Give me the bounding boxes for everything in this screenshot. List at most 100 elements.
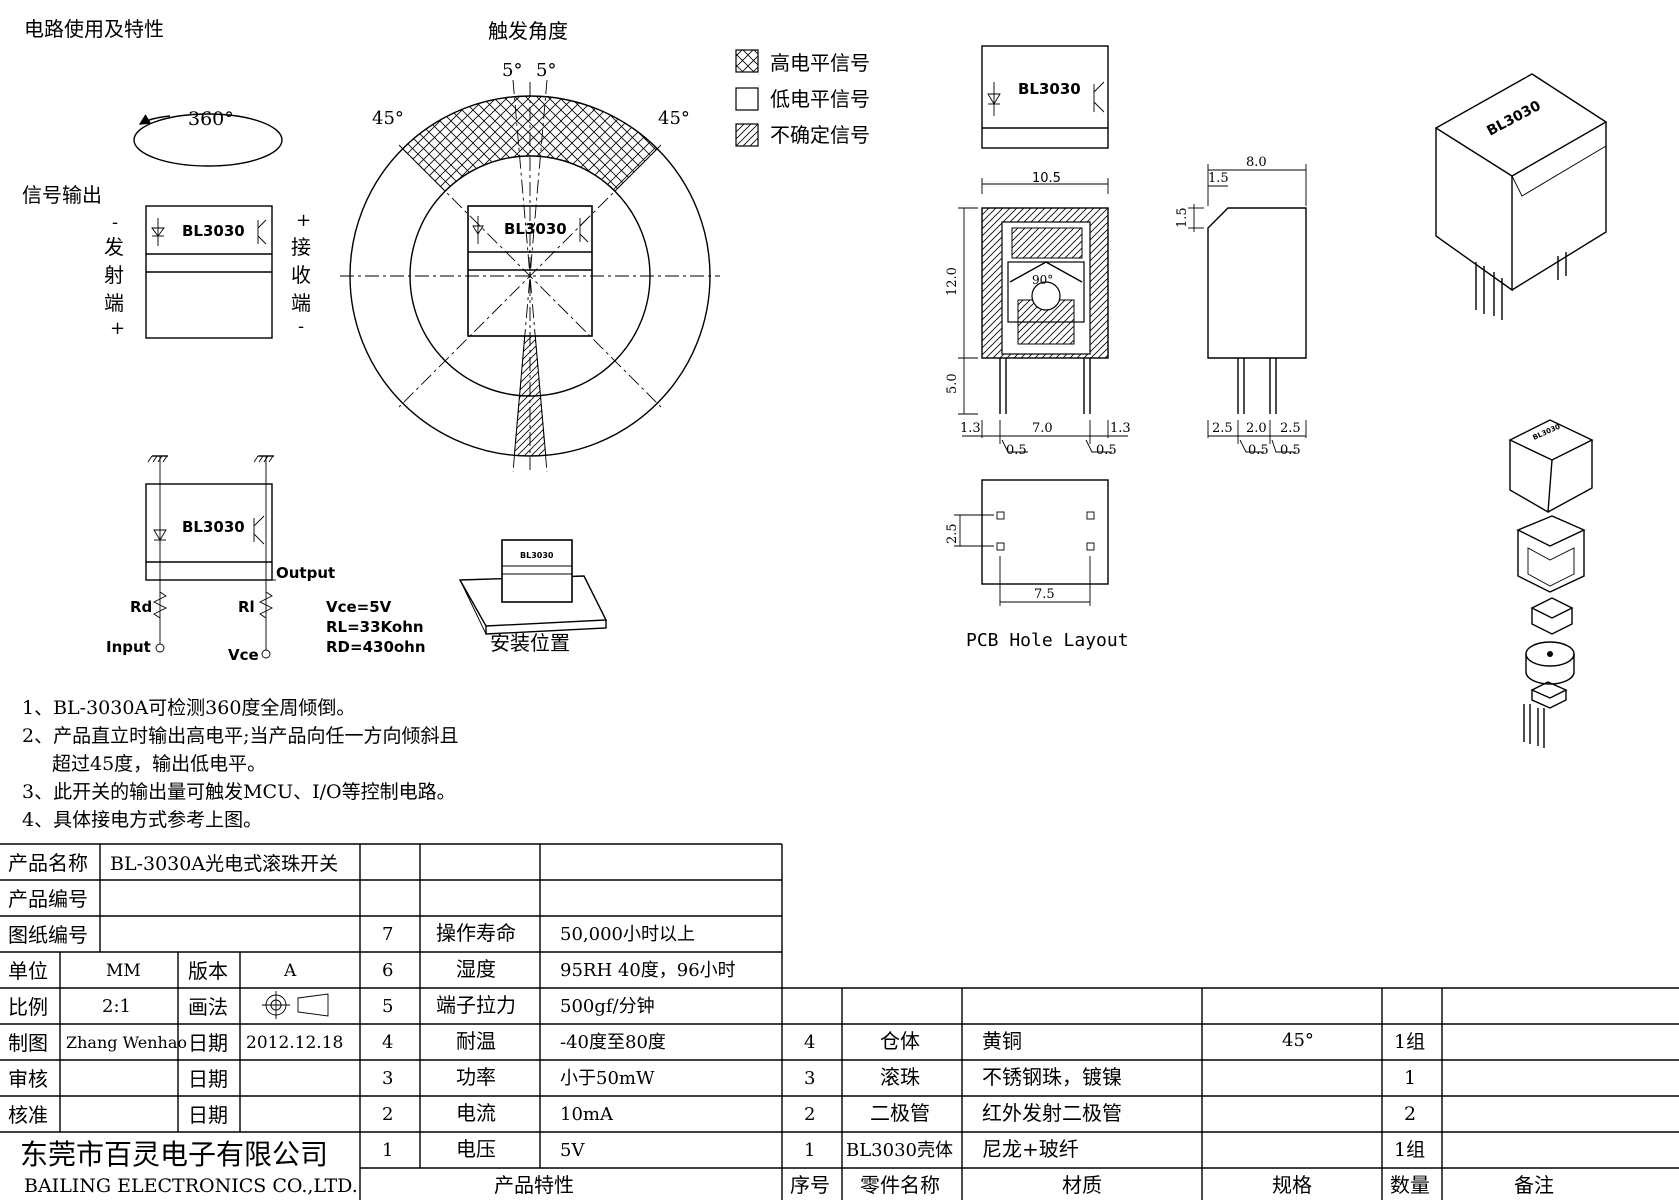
bom-material: 尼龙+玻纤 — [982, 1137, 1079, 1161]
char-value: 10mA — [560, 1104, 614, 1125]
bom-no: 3 — [804, 1068, 815, 1089]
angle-90: 90° — [1032, 273, 1053, 287]
dim-8-0: 8.0 — [1246, 155, 1267, 170]
spec-rl: RL=33Kohn — [326, 618, 424, 636]
char-row-4: 4 耐温 -40度至80度 — [382, 1029, 666, 1053]
note-3: 3、此开关的输出量可触发MCU、I/O等控制电路。 — [22, 781, 456, 803]
trigger-angle-title: 触发角度 — [488, 19, 568, 43]
bom-qty: 1 — [1404, 1067, 1416, 1089]
dim-pcb-7-5: 7.5 — [1034, 587, 1055, 602]
component-front-view: BL3030 - 发 射 端 + + 接 收 端 - — [104, 205, 311, 339]
dim-12-0: 12.0 — [945, 267, 960, 296]
char-no: 2 — [382, 1104, 393, 1125]
product-no-label: 产品编号 — [8, 887, 88, 911]
isometric-view: BL3030 — [1434, 73, 1608, 320]
legend-low: 低电平信号 — [770, 87, 870, 111]
char-no: 1 — [382, 1140, 393, 1161]
title-block-grid — [0, 843, 1679, 1200]
bom-part: 滚珠 — [880, 1065, 920, 1089]
pcb-hole-layout: 2.5 7.5 PCB Hole Layout — [945, 479, 1129, 651]
legend-uncertain: 不确定信号 — [770, 123, 870, 147]
char-name: 功率 — [456, 1065, 496, 1089]
bom-header: 序号 零件名称 材质 规格 数量 备注 — [790, 1173, 1554, 1197]
char-no: 7 — [382, 924, 393, 945]
char-value: 小于50mW — [560, 1068, 655, 1089]
bom-header-no: 序号 — [790, 1173, 830, 1197]
install-position-label: 安装位置 — [490, 631, 570, 655]
receiver-char-2: 收 — [291, 263, 311, 287]
dim-pcb-2-5: 2.5 — [945, 523, 960, 544]
char-row-5: 5 端子拉力 500gf/分钟 — [382, 993, 655, 1017]
emitter-plus: + — [110, 318, 125, 339]
dim-1-3-b: 1.3 — [1110, 421, 1131, 436]
drawing-no-label: 图纸编号 — [8, 923, 88, 947]
note-2b: 超过45度，输出低电平。 — [52, 753, 266, 775]
bom-row-1: 1 BL3030壳体 尼龙+玻纤 1组 — [804, 1137, 1425, 1161]
bom-part: BL3030壳体 — [846, 1140, 953, 1161]
characteristics-table: 7 操作寿命 50,000小时以上 6 湿度 95RH 40度，96小时 5 端… — [382, 921, 736, 1197]
bom-no: 1 — [804, 1140, 815, 1161]
char-no: 5 — [382, 996, 393, 1017]
bom-header-part: 零件名称 — [860, 1173, 940, 1197]
phototransistor-icon — [257, 219, 267, 245]
approve-date-label: 日期 — [188, 1103, 228, 1127]
receiver-char-3: 端 — [291, 291, 311, 315]
top-view-part-label: BL3030 — [1018, 80, 1081, 98]
rotation-symbol: 360° — [133, 108, 283, 167]
resistor-rd-icon — [152, 591, 168, 619]
note-4: 4、具体接电方式参考上图。 — [22, 809, 262, 831]
char-no: 4 — [382, 1032, 393, 1053]
legend-swatch-low — [735, 87, 759, 111]
emitter-char-2: 射 — [104, 263, 124, 287]
unit-label: 单位 — [8, 959, 48, 983]
title-block: 产品名称 BL-3030A光电式滚珠开关 产品编号 图纸编号 单位 MM 版本 … — [8, 851, 358, 1197]
exploded-view: BL3030 — [1508, 419, 1594, 748]
circuit-usage-title: 电路使用及特性 — [24, 17, 164, 41]
date-label: 日期 — [188, 1031, 228, 1055]
char-no: 3 — [382, 1068, 393, 1089]
char-name: 操作寿命 — [436, 921, 516, 945]
bom-qty: 1组 — [1394, 1139, 1425, 1161]
dim-0-5-b: 0.5 — [1096, 443, 1117, 458]
bom-no: 2 — [804, 1104, 815, 1125]
char-row-7: 7 操作寿命 50,000小时以上 — [382, 921, 695, 945]
trigger-part-label: BL3030 — [504, 220, 567, 238]
side-view: 8.0 1.5 1.5 2.5 2.0 2.5 0.5 0.5 — [1175, 155, 1307, 458]
dim-side-2-5-b: 2.5 — [1280, 421, 1301, 436]
char-value: -40度至80度 — [560, 1032, 666, 1053]
signal-output-label: 信号输出 — [22, 183, 102, 207]
emitter-minus: - — [112, 212, 118, 233]
receiver-minus: - — [298, 316, 304, 337]
resistor-rl-icon — [258, 591, 274, 619]
legend-swatch-high — [735, 49, 759, 73]
bom-header-spec: 规格 — [1272, 1173, 1312, 1197]
char-no: 6 — [382, 960, 393, 981]
angle-5-left: 5° — [502, 60, 522, 81]
bom-material: 不锈钢珠，镀镍 — [982, 1065, 1122, 1089]
emitter-char-1: 发 — [104, 235, 124, 259]
char-name: 端子拉力 — [436, 993, 516, 1017]
bom-material: 黄铜 — [982, 1029, 1022, 1053]
emitter-char-3: 端 — [104, 291, 124, 315]
product-name-value: BL-3030A光电式滚珠开关 — [110, 853, 338, 875]
dim-5-0: 5.0 — [945, 373, 960, 394]
product-name-label: 产品名称 — [8, 851, 88, 875]
signal-legend: 高电平信号 低电平信号 不确定信号 — [735, 49, 870, 147]
dim-side-0-5-b: 0.5 — [1280, 443, 1301, 458]
bom-row-3: 3 滚珠 不锈钢珠，镀镍 1 — [804, 1065, 1416, 1089]
circuit-diagram: BL3030 Output Rd Rl Input Vce Vce=5V RL=… — [106, 455, 426, 664]
char-name: 电流 — [456, 1101, 496, 1125]
top-view: BL3030 — [981, 45, 1109, 149]
bom-part: 二极管 — [870, 1101, 930, 1125]
bom-material: 红外发射二极管 — [982, 1101, 1122, 1125]
output-label: Output — [276, 564, 335, 582]
char-name: 耐温 — [456, 1029, 496, 1053]
circuit-part-label: BL3030 — [182, 518, 245, 536]
projection-symbol-icon — [262, 991, 329, 1019]
part-label: BL3030 — [182, 222, 245, 240]
approve-label: 核准 — [8, 1103, 48, 1127]
dim-0-5-a: 0.5 — [1006, 443, 1027, 458]
note-2: 2、产品直立时输出高电平;当产品向任一方向倾斜且 — [22, 725, 459, 747]
version-value: A — [283, 961, 297, 981]
